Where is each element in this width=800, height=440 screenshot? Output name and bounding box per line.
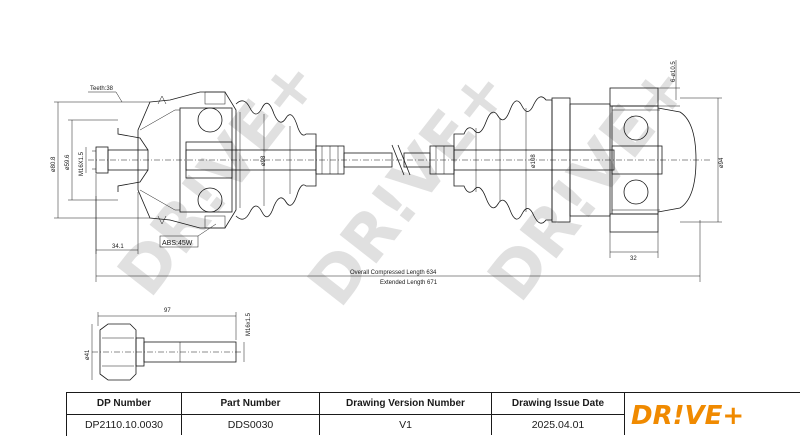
issue-date-value: 2025.04.01 [531, 419, 585, 431]
dp-number-value: DP2110.10.0030 [84, 419, 164, 431]
issue-date-header: Drawing Issue Date [492, 393, 624, 415]
dimensions: ø80.8 ø59.6 M16X1.5 Teeth:38 ø98 ø108 AB… [51, 60, 725, 286]
version-header: Drawing Version Number [320, 393, 491, 415]
dim-overall: Overall Compressed Length 634 [350, 270, 437, 276]
dim-bolt-head: ø41 [85, 349, 91, 360]
dim-left-mid: ø59.6 [65, 154, 71, 170]
dim-hole-right: 6-ø10.5 [671, 61, 677, 82]
part-number-column: Part Number DDS0030 [182, 393, 320, 435]
bolt-drawing: 97 ø41 M16x1.5 [85, 308, 252, 381]
watermark-group: DR!VE+ DR!VE+ DR!VE+ [104, 45, 704, 320]
dim-right-shaft: ø108 [531, 154, 537, 168]
dp-number-column: DP Number DP2110.10.0030 [67, 393, 182, 435]
dim-right-outer: ø94 [719, 157, 725, 168]
version-value: V1 [399, 419, 412, 431]
dim-len-left: 34.1 [112, 244, 124, 250]
dim-extended: Extended Length 671 [380, 280, 438, 286]
technical-drawing: DR!VE+ DR!VE+ DR!VE+ [51, 45, 725, 381]
dim-bolt-length: 97 [164, 308, 171, 314]
version-column: Drawing Version Number V1 [320, 393, 492, 435]
dp-number-header: DP Number [67, 393, 181, 415]
right-cv-joint [551, 87, 697, 233]
dim-abs: ABS:45W [162, 240, 193, 247]
left-stub-shaft [92, 128, 149, 192]
part-number-value: DDS0030 [227, 419, 274, 431]
dim-left-outer: ø80.8 [51, 156, 57, 172]
dim-teeth: Teeth:38 [90, 86, 114, 92]
logo-graphic: DR!VE+ [631, 401, 744, 431]
part-number-header: Part Number [182, 393, 319, 415]
logo: DR!VE+ [625, 393, 800, 435]
issue-date-column: Drawing Issue Date 2025.04.01 [492, 393, 625, 435]
dim-left-shaft: ø98 [261, 155, 267, 166]
dim-len-right: 32 [630, 256, 637, 262]
dim-bolt-thread: M16x1.5 [246, 312, 252, 336]
logo-text: DR!VE+ [631, 401, 744, 431]
title-block: DP Number DP2110.10.0030 Part Number DDS… [66, 392, 800, 436]
dim-thread-left: M16X1.5 [79, 151, 85, 176]
